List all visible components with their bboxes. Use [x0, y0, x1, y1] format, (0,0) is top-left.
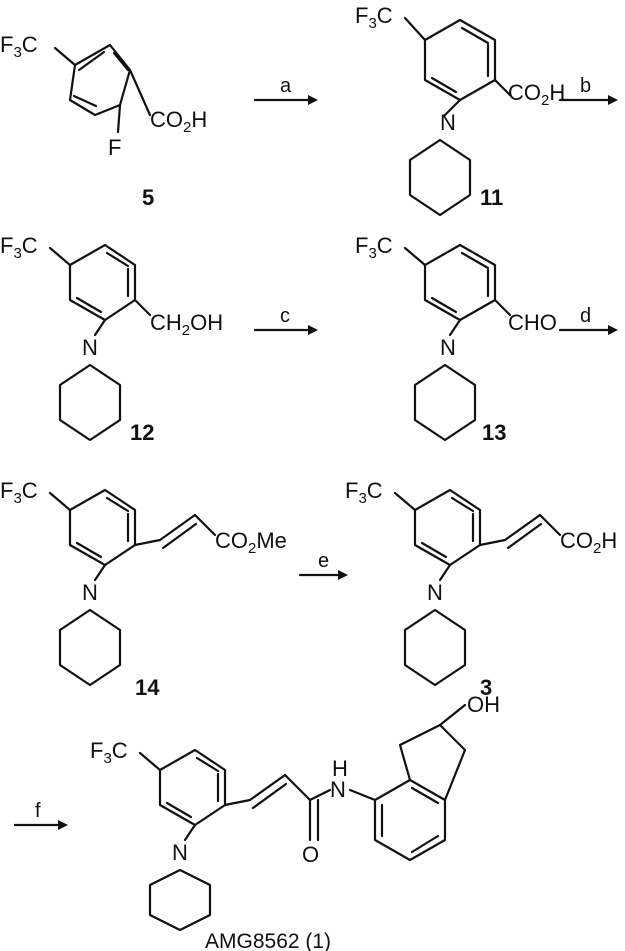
- compound-label: 14: [135, 675, 160, 700]
- step-label: c: [280, 305, 290, 327]
- compound-13: F3C CHO N 13: [355, 233, 557, 445]
- compound-label: 13: [482, 420, 506, 445]
- compound-label: 12: [130, 420, 154, 445]
- step-label: d: [580, 305, 591, 327]
- hydroxyl-group: OH: [467, 692, 500, 717]
- compound-amg8562: F3C O H N OH N AMG8562 (1): [90, 692, 500, 951]
- substituent-label: CO2Me: [215, 528, 287, 557]
- arrow-step-f: f: [13, 800, 68, 830]
- compound-3: F3C CO2H N 3: [345, 478, 617, 700]
- substituent-label: CO2H: [508, 80, 565, 109]
- cf3-group: F3C: [0, 233, 38, 262]
- arrow-step-a: a: [253, 75, 318, 105]
- cf3-group: F3C: [0, 478, 38, 507]
- amide-nitrogen: N: [330, 777, 346, 802]
- cf3-group: F3C: [345, 478, 383, 507]
- cf3-group: F3C: [90, 738, 128, 767]
- arrow-step-d: d: [558, 305, 618, 335]
- cf3-group: F3C: [0, 32, 38, 61]
- cf3-group: F3C: [355, 3, 393, 32]
- arrow-step-c: c: [253, 305, 318, 335]
- carbonyl-oxygen: O: [302, 842, 319, 867]
- compound-5: F3C CO2H F 5: [0, 32, 207, 210]
- nitrogen-atom: N: [82, 335, 98, 360]
- fluoro-atom: F: [108, 135, 121, 160]
- nitrogen-atom: N: [82, 580, 98, 605]
- nitrogen-atom: N: [440, 335, 456, 360]
- nitrogen-atom: N: [172, 840, 188, 865]
- arrow-step-e: e: [298, 550, 348, 580]
- compound-label: 3: [480, 675, 492, 700]
- step-label: a: [280, 75, 292, 97]
- substituent-label: CH2OH: [150, 310, 223, 339]
- nitrogen-atom: N: [440, 110, 456, 135]
- arrow-step-b: b: [558, 75, 618, 105]
- substituent-label: CHO: [508, 310, 557, 335]
- compound-14: F3C CO2Me N 14: [0, 478, 287, 700]
- cf3-group: F3C: [355, 233, 393, 262]
- amide-hydrogen: H: [332, 756, 348, 781]
- substituent-label: CO2H: [150, 107, 207, 136]
- compound-11: F3C CO2H N 11: [355, 3, 565, 217]
- step-label: b: [580, 75, 591, 97]
- step-label: e: [318, 550, 329, 572]
- compound-label: 11: [480, 185, 503, 210]
- compound-label: 5: [142, 185, 154, 210]
- step-label: f: [35, 800, 41, 822]
- nitrogen-atom: N: [427, 580, 443, 605]
- compound-label: AMG8562 (1): [205, 930, 331, 951]
- compound-12: F3C CH2OH N 12: [0, 233, 223, 445]
- substituent-label: CO2H: [560, 528, 617, 557]
